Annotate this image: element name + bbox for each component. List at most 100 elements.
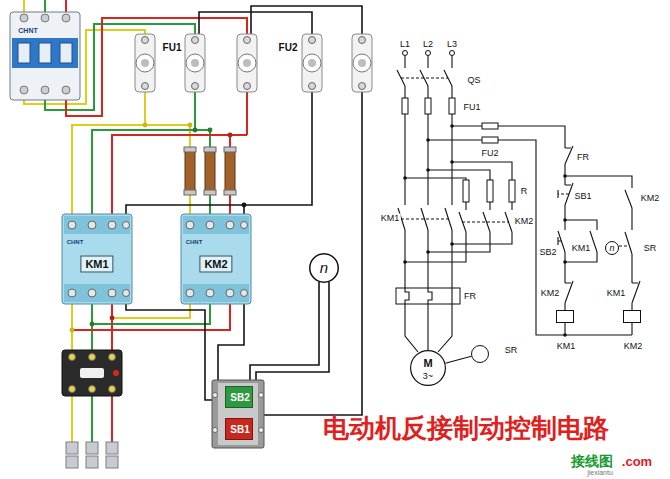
circuit-breaker-body: [62, 86, 70, 94]
terminal-block: [66, 442, 78, 454]
relay-label: FR: [463, 292, 477, 301]
fuse-holder: [191, 59, 199, 67]
device-label: SR: [505, 346, 518, 355]
contactor-body: [108, 221, 116, 229]
thermal-relay-body: [109, 386, 116, 393]
device-label: n: [320, 260, 328, 275]
phase-wire-red: [112, 135, 247, 225]
fuse-holder: [244, 37, 251, 44]
contactor-body: [183, 216, 249, 234]
resistor-symbol: [224, 190, 236, 195]
schematic-line: [397, 56, 640, 353]
contactor-body: [226, 221, 234, 229]
coil-label: KM2: [624, 342, 643, 351]
fuse-holder: [192, 37, 199, 44]
contactor-body: [64, 216, 130, 234]
schematic-line: [565, 220, 597, 283]
junction-dot: [563, 218, 567, 222]
fuse-holder: [353, 54, 371, 72]
supply-terminal: [426, 51, 431, 56]
schematic-line: [405, 162, 512, 180]
fuse-holder: [303, 54, 321, 72]
contact-label: KM1: [606, 289, 627, 298]
supply-terminal: [403, 51, 455, 56]
phase-wire-green: [91, 389, 93, 446]
phase-wire-green: [194, 86, 196, 130]
resistor-symbol: [184, 190, 196, 195]
fuse-symbol: [402, 98, 408, 114]
fuse-holder: [309, 37, 316, 44]
circuit-breaker-body: [10, 12, 80, 100]
fuse-holder: [359, 83, 366, 90]
contactor-body: [123, 222, 130, 229]
circuit-breaker-body: [20, 14, 28, 22]
thermal-relay-body: [69, 386, 76, 393]
fuse-symbol: [482, 137, 498, 143]
wire-junction: [208, 128, 213, 133]
fuse-symbol: [482, 123, 498, 129]
fuse-symbol: [449, 98, 455, 114]
coil-symbol: KM1: [556, 310, 574, 323]
resistor-symbol: [184, 147, 236, 195]
motor-label: M: [423, 358, 432, 369]
contactor: CHNTKM2: [181, 214, 251, 304]
phase-label: L3: [446, 40, 458, 49]
phase-wire-yellow: [71, 389, 73, 446]
contact-label: KM2: [640, 194, 661, 203]
thermal-relay-body: [69, 354, 76, 361]
contactor-body: [88, 221, 96, 229]
contactor: CHNTKM1: [62, 214, 132, 304]
contactor-body: [186, 221, 194, 229]
contact-label: FR: [576, 153, 590, 162]
control-wire: [126, 86, 312, 225]
fuse-symbol: [425, 98, 431, 114]
wire-junction: [193, 128, 198, 133]
resistor-symbol: [225, 150, 235, 192]
button-label: SB2: [230, 393, 249, 403]
thermal-relay-body: [62, 350, 122, 396]
motor-symbol-outline: [411, 351, 446, 386]
phase-wire-green: [92, 130, 210, 225]
fuse-label: FU2: [480, 149, 499, 158]
control-wire: [126, 293, 212, 400]
mechanical-link: [558, 194, 569, 195]
contact-label: KM2: [540, 289, 561, 298]
thermal-relay-body: [89, 354, 96, 361]
fuse-label: FU1: [162, 43, 183, 53]
wire-junction: [90, 322, 95, 327]
junction-dot: [426, 250, 430, 254]
schematic-line: [632, 281, 640, 335]
fuse-holder: [352, 34, 372, 92]
fuse-holder: [302, 34, 322, 92]
circuit-breaker: CHNT: [10, 12, 80, 100]
diagram-title: 电动机反接制动控制电路: [323, 415, 609, 441]
phase-wire-red: [246, 86, 248, 135]
speed-relay-outline: [310, 254, 339, 283]
coil-symbol: KM2: [623, 310, 641, 323]
switch-label: QS: [466, 76, 481, 85]
contactor-body: [62, 214, 132, 304]
thermal-element: [396, 288, 460, 304]
resistor-symbol: [224, 147, 236, 152]
wire-junction: [242, 203, 247, 208]
wire-junction: [143, 123, 148, 128]
schematic-line: [405, 232, 512, 262]
resistor-symbol: [204, 147, 216, 152]
circuit-breaker-body: [12, 38, 78, 68]
mechanical-link: [401, 78, 448, 79]
terminal-block: [86, 456, 98, 468]
contact-label: KM1: [380, 214, 401, 223]
resistor-symbol: [185, 150, 195, 192]
contactor-body: [186, 289, 194, 297]
fuse-holder: [243, 59, 251, 67]
fuse-holder: [192, 83, 199, 90]
motor-symbol: M3~: [410, 350, 446, 386]
button-box: [213, 393, 218, 398]
contactor-body: [88, 289, 96, 297]
thermal-relay-body: [109, 354, 116, 361]
contactor-body: [241, 290, 248, 297]
phase-label: L2: [422, 40, 434, 49]
resistor-symbol: [204, 190, 216, 195]
circuit-breaker-body: [18, 43, 30, 63]
